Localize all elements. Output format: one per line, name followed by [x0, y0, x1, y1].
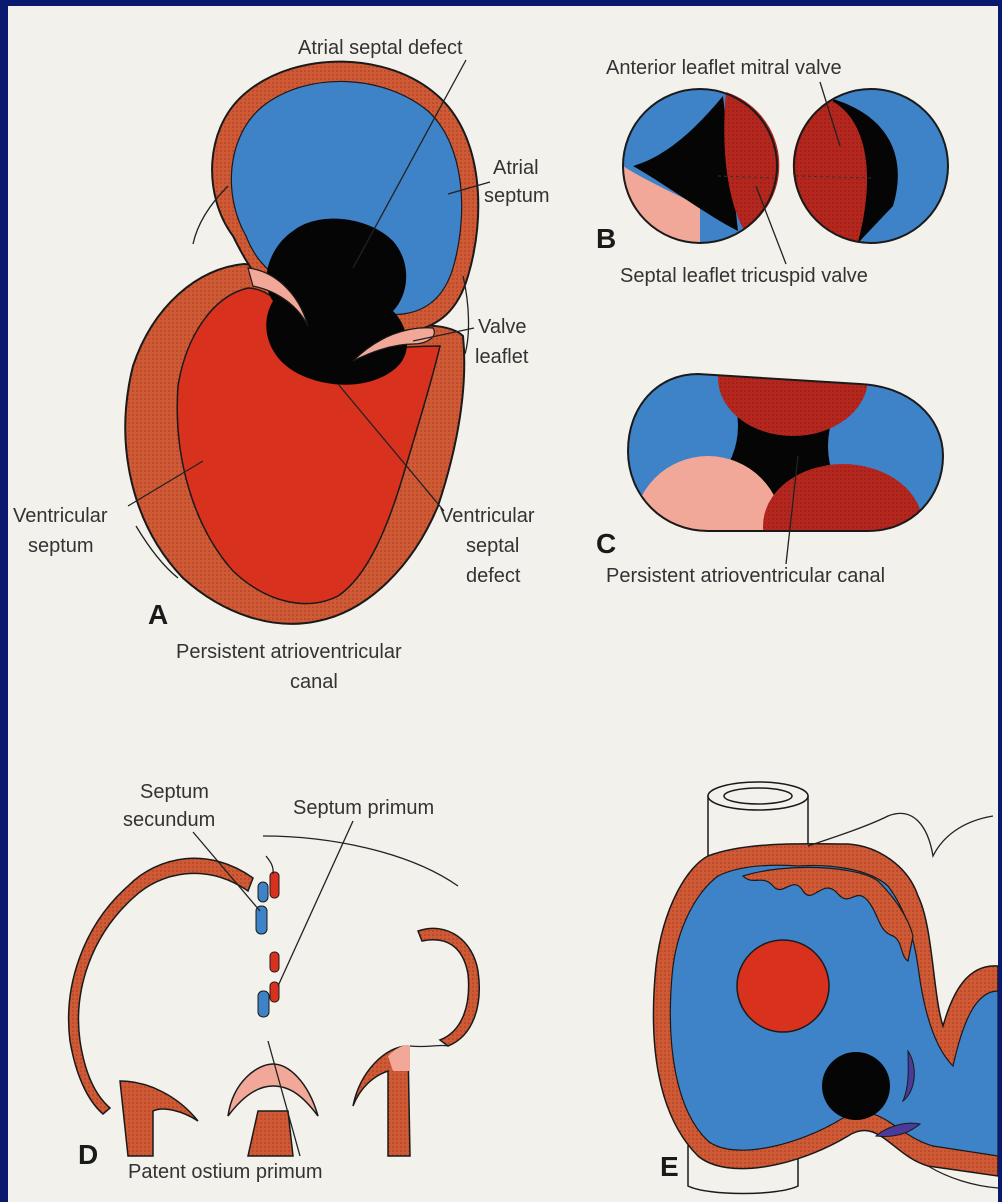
- panel-a-heart: [125, 62, 478, 624]
- panel-c-canal: [578, 320, 998, 606]
- panel-d-center-base: [248, 1111, 293, 1156]
- caption-a-1: Persistent atrioventricular: [176, 641, 402, 663]
- panel-b-valves: [623, 89, 948, 243]
- label-valve-leaflet-1: Valve: [478, 316, 527, 338]
- panel-letter-e: E: [660, 1151, 679, 1182]
- panel-e-red-circle: [737, 940, 829, 1032]
- label-septum-primum: Septum primum: [293, 797, 434, 819]
- diagram-frame: Atrial septal defect Atrial septum Valve…: [8, 6, 998, 1202]
- label-atrial-septal-defect: Atrial septal defect: [298, 37, 463, 59]
- label-ventricular-septum-1: Ventricular: [13, 505, 108, 527]
- label-vsd-2: septal: [466, 535, 519, 557]
- panel-letter-a: A: [148, 599, 168, 630]
- panel-letter-b: B: [596, 223, 616, 254]
- label-vsd-3: defect: [466, 565, 521, 587]
- label-atrial-septum-1: Atrial: [493, 157, 539, 179]
- label-septal-leaflet: Septal leaflet tricuspid valve: [620, 265, 868, 287]
- panel-d-right-wall: [418, 928, 479, 1046]
- panel-e-labels: E: [660, 1151, 679, 1182]
- caption-c: Persistent atrioventricular canal: [606, 565, 885, 587]
- panel-letter-c: C: [596, 528, 616, 559]
- label-ventricular-septum-2: septum: [28, 535, 94, 557]
- caption-a-2: canal: [290, 671, 338, 693]
- label-septum-secundum-2: secundum: [123, 809, 215, 831]
- panel-letter-d: D: [78, 1139, 98, 1170]
- panel-e-black-circle: [822, 1052, 890, 1120]
- panel-e-heart: [653, 782, 998, 1194]
- label-anterior-leaflet: Anterior leaflet mitral valve: [606, 57, 842, 79]
- panel-d-left-wall: [69, 858, 253, 1114]
- panel-d-septa: [69, 836, 480, 1156]
- label-atrial-septum-2: septum: [484, 185, 550, 207]
- panel-d-left-cushion: [120, 1081, 198, 1156]
- panel-d-center-cushion: [228, 1064, 318, 1116]
- heart-defects-diagram: Atrial septal defect Atrial septum Valve…: [8, 6, 998, 1202]
- label-valve-leaflet-2: leaflet: [475, 346, 529, 368]
- panel-c-top-red: [718, 320, 868, 436]
- label-vsd-1: Ventricular: [440, 505, 535, 527]
- label-septum-secundum-1: Septum: [140, 781, 209, 803]
- caption-d: Patent ostium primum: [128, 1161, 323, 1183]
